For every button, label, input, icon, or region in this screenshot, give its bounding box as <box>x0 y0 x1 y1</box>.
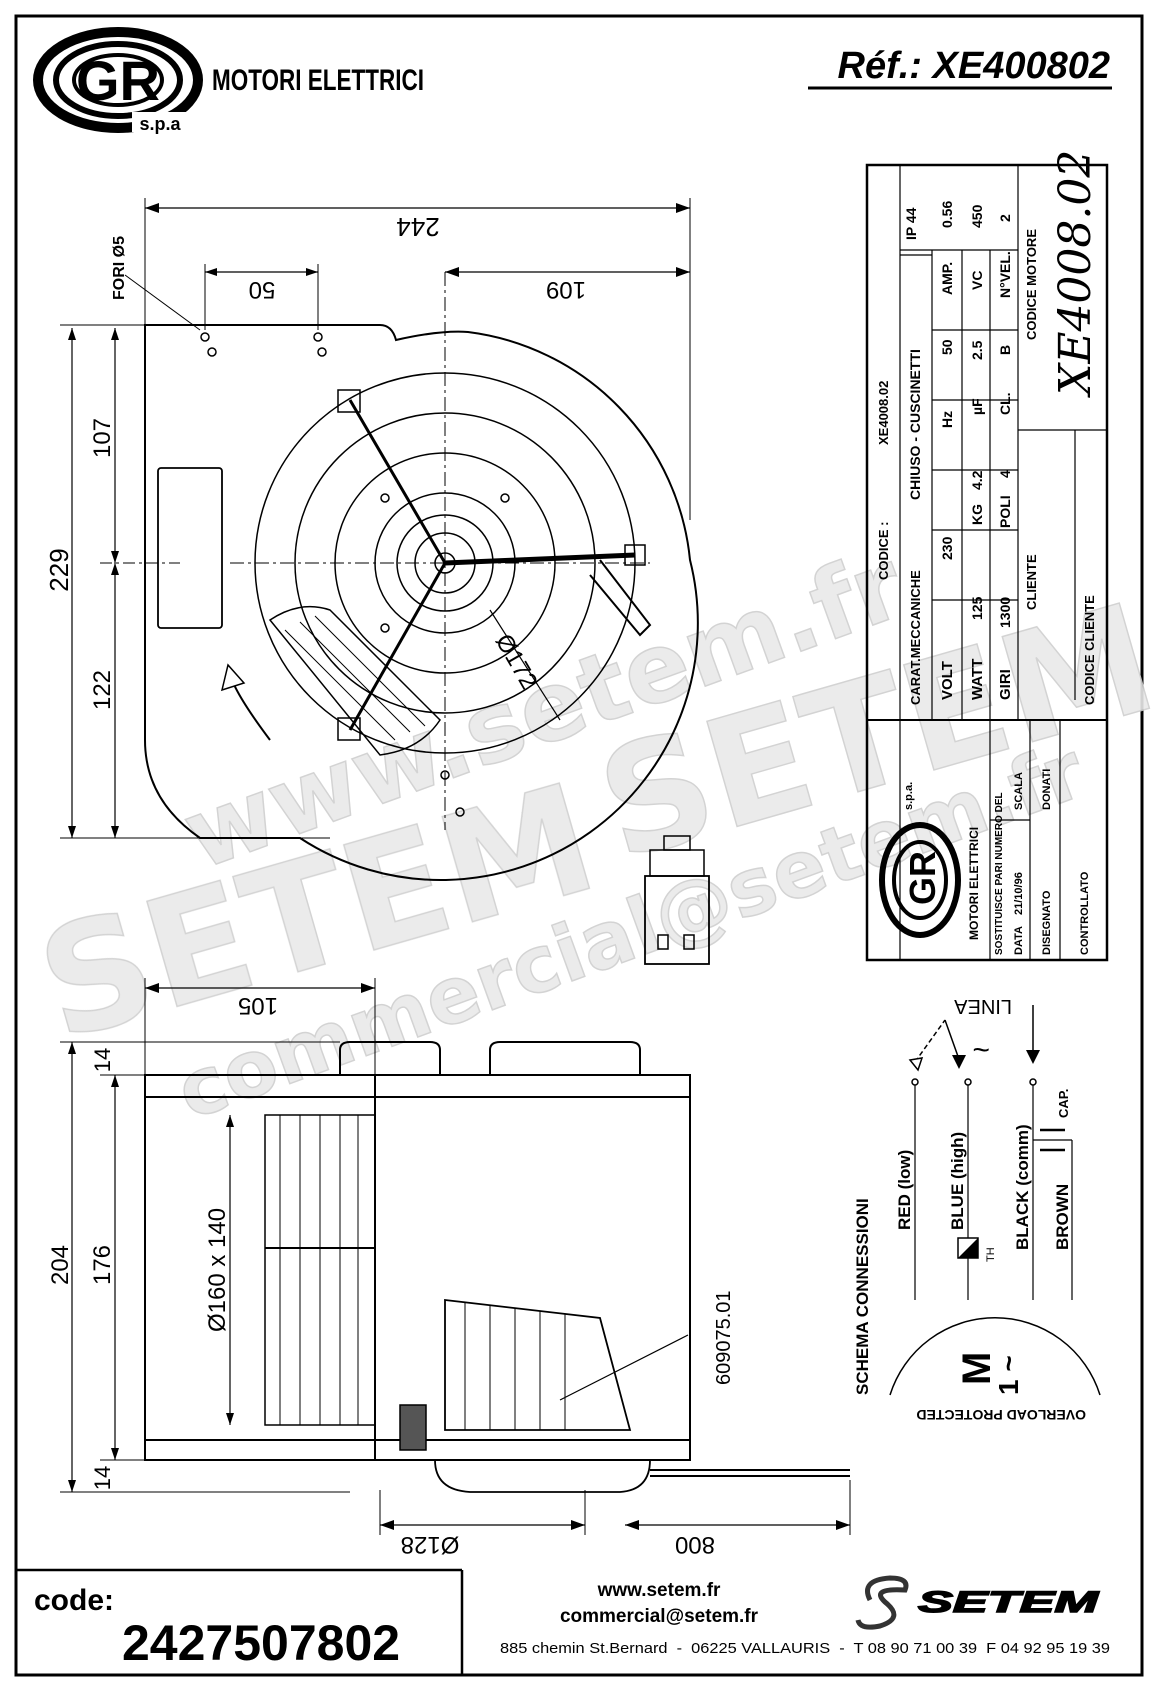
dim-14-bottom: 14 <box>90 1466 115 1490</box>
codice-motore-label: CODICE MOTORE <box>1024 229 1039 340</box>
data-value: 21/10/96 <box>1013 872 1025 915</box>
spec-table: CODICE : XE4008.02 CARAT.MECCANICHE CHIU… <box>865 150 1109 962</box>
controllato-label: CONTROLLATO <box>1079 871 1091 955</box>
hz-value: 50 <box>939 339 955 355</box>
linea-tilde: ~ <box>972 1033 990 1066</box>
motor-m: M <box>955 1352 999 1385</box>
carat-value: CHIUSO - CUSCINETTI <box>907 349 923 500</box>
vc-value: 450 <box>969 204 985 228</box>
motor-phase: 1 ~ <box>993 1355 1024 1395</box>
dim-204: 204 <box>47 1245 74 1285</box>
dim-800: 800 <box>675 1531 715 1558</box>
footer-website: www.setem.fr <box>597 1580 721 1601</box>
kg-value: 4.2 <box>969 470 985 490</box>
watt-label: WATT <box>969 659 986 700</box>
codice-value: XE4008.02 <box>876 381 891 445</box>
dim-176: 176 <box>89 1245 116 1285</box>
codice-cliente-label: CODICE CLIENTE <box>1082 595 1097 705</box>
cl-label: CL. <box>997 392 1013 415</box>
codice-motore-value: XE4008.02 <box>1050 150 1101 398</box>
dim-244: 244 <box>396 212 439 242</box>
uf-value: 2.5 <box>969 340 985 360</box>
kg-label: KG <box>969 504 985 525</box>
th-label: TH <box>985 1247 997 1262</box>
hz-label: Hz <box>939 411 955 428</box>
giri-value: 1300 <box>997 597 1013 628</box>
dim-14-top: 14 <box>90 1048 115 1072</box>
donati-value: DONATI <box>1041 769 1053 810</box>
volt-label: VOLT <box>939 661 956 700</box>
footer-email: commercial@setem.fr <box>560 1606 759 1627</box>
reference-number: Réf.: XE400802 <box>838 45 1111 87</box>
dim-229: 229 <box>44 548 74 591</box>
amp-label: AMP. <box>939 262 955 295</box>
table-logo-letters: GR <box>902 851 943 905</box>
giri-label: GIRI <box>997 669 1014 700</box>
ip-rating: IP 44 <box>903 207 919 240</box>
dim-50: 50 <box>249 276 276 303</box>
brand-letters: GR <box>76 49 160 112</box>
codice-label: CODICE : <box>876 522 891 581</box>
wire-black: BLACK (comm) <box>1013 1124 1032 1250</box>
code-label: code: <box>34 1584 114 1617</box>
watt-value: 125 <box>969 596 985 620</box>
linea-label: LINEA <box>954 995 1012 1017</box>
disegnato-label: DISEGNATO <box>1041 890 1053 955</box>
wire-brown: BROWN <box>1053 1184 1072 1250</box>
data-label: DATA <box>1013 926 1025 955</box>
nvel-value: 2 <box>997 214 1013 222</box>
dim-122: 122 <box>89 670 116 710</box>
brand-spa: s.p.a <box>139 114 181 134</box>
wire-blue: BLUE (high) <box>948 1132 967 1230</box>
table-logo-spa: s.p.a. <box>903 782 915 810</box>
sostituisce-label: SOSTITUISCE PARI NUMERO DEL <box>994 792 1005 955</box>
nvel-label: N°VEL. <box>997 251 1013 298</box>
setem-logo: SETEM <box>855 1575 1100 1630</box>
scala-label: SCALA <box>1013 772 1025 810</box>
setem-wordmark: SETEM <box>918 1586 1100 1619</box>
poli-label: POLI <box>997 495 1013 528</box>
wiring-title: SCHEMA CONNESSIONI <box>853 1198 872 1395</box>
footer-address: 885 chemin St.Bernard - 06225 VALLAURIS … <box>500 1640 1110 1657</box>
amp-value: 0.56 <box>939 201 955 228</box>
table-logo: GR MOTORI ELETTRICI s.p.a. <box>879 782 981 940</box>
dim-128: Ø128 <box>401 1531 460 1558</box>
overload-label: OVERLOAD PROTECTED <box>916 1407 1086 1423</box>
brand-logo: GR s.p.a <box>33 27 203 134</box>
uf-label: µF <box>969 398 985 415</box>
dim-109: 109 <box>546 276 586 303</box>
dim-105: 105 <box>238 992 278 1019</box>
dim-107: 107 <box>89 418 116 458</box>
wire-red: RED (low) <box>895 1150 914 1230</box>
cl-value: B <box>997 345 1013 355</box>
sheet-frame <box>14 14 1144 1677</box>
vc-label: VC <box>969 271 985 290</box>
code-value: 2427507802 <box>122 1615 400 1671</box>
cap-label: CAP. <box>1056 1089 1071 1118</box>
poli-value: 4 <box>997 470 1013 478</box>
carat-label: CARAT.MECCANICHE <box>908 570 923 705</box>
cliente-label: CLIENTE <box>1024 554 1039 610</box>
footer: code: 2427507802 www.setem.fr commercial… <box>16 1568 1110 1675</box>
table-logo-text: MOTORI ELETTRICI <box>967 827 981 940</box>
wiring-diagram: LINEA ~ CAP. TH RED (low) BLUE (high) BL… <box>853 995 1101 1423</box>
side-view-drawing: 105 204 176 14 14 Ø160 x 140 <box>47 978 851 1558</box>
volt-value: 230 <box>939 536 955 560</box>
part-number: 609075.01 <box>713 1290 735 1385</box>
dim-impeller: Ø160 x 140 <box>204 1208 231 1332</box>
holes-label: FORI Ø5 <box>111 236 128 300</box>
brand-name: MOTORI ELETTRICI <box>212 64 424 97</box>
